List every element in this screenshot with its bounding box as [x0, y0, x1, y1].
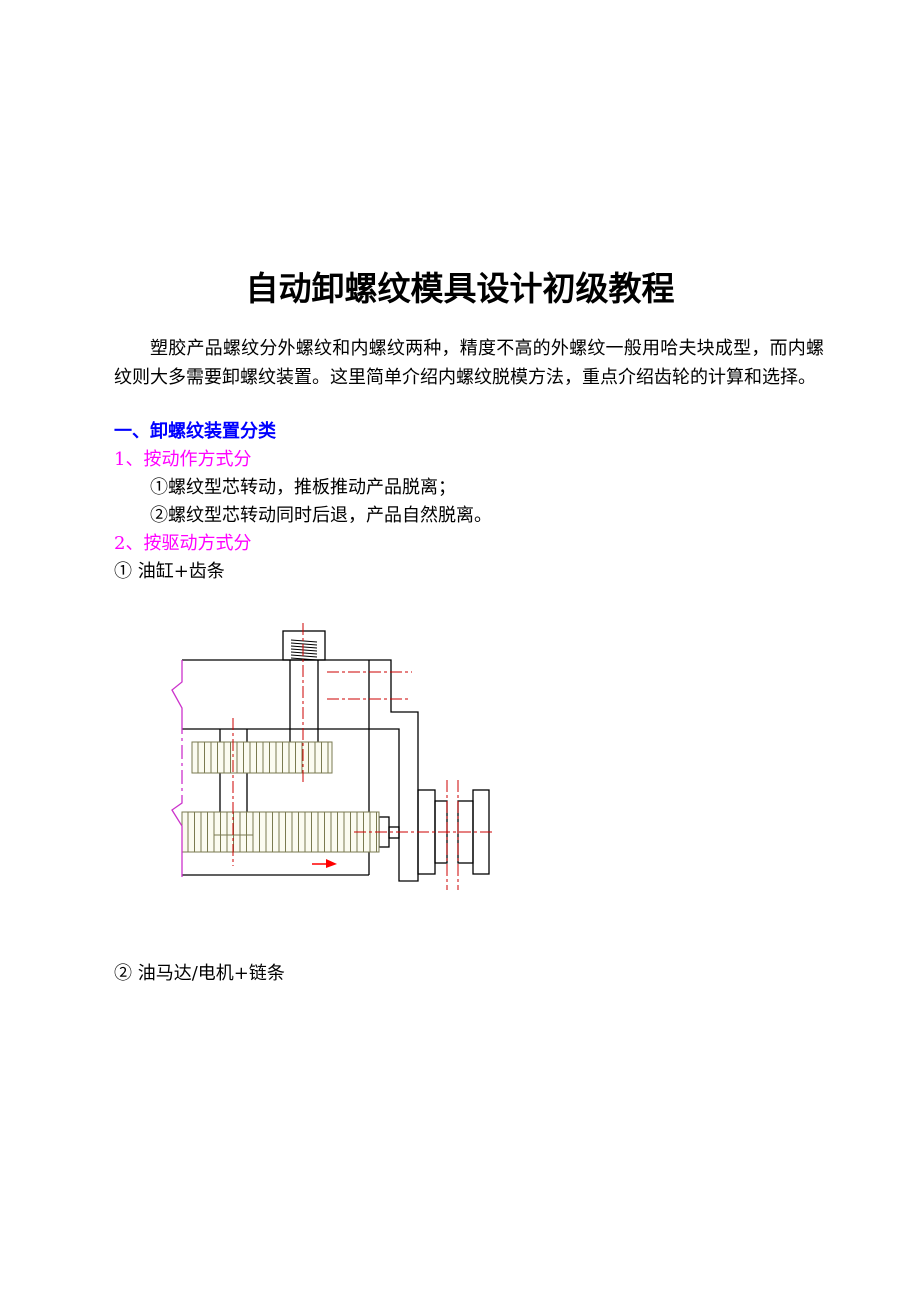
- list-item: ①螺纹型芯转动，推板推动产品脱离；: [150, 477, 456, 498]
- section-heading: 一、卸螺纹装置分类: [114, 421, 276, 442]
- thread-line: [290, 657, 318, 661]
- intro-paragraph: 塑胶产品螺纹分外螺纹和内螺纹两种，精度不高的外螺纹一般用哈夫块成型，而内螺纹则大…: [114, 338, 824, 388]
- thread-line: [290, 651, 318, 655]
- list-item: ② 油马达/电机+链条: [114, 963, 285, 984]
- page-title: 自动卸螺纹模具设计初级教程: [245, 269, 675, 308]
- subheading-action: 1、按动作方式分: [114, 449, 252, 470]
- thread-line: [290, 654, 318, 658]
- thread-line: [290, 645, 318, 649]
- list-item: ① 油缸+齿条: [114, 561, 225, 582]
- thread-line: [290, 648, 318, 652]
- arrow-icon: [312, 859, 337, 868]
- thread-line: [290, 639, 318, 643]
- subheading-drive: 2、按驱动方式分: [114, 533, 252, 554]
- list-item: ②螺纹型芯转动同时后退，产品自然脱离。: [150, 505, 492, 526]
- thread-line: [290, 642, 318, 646]
